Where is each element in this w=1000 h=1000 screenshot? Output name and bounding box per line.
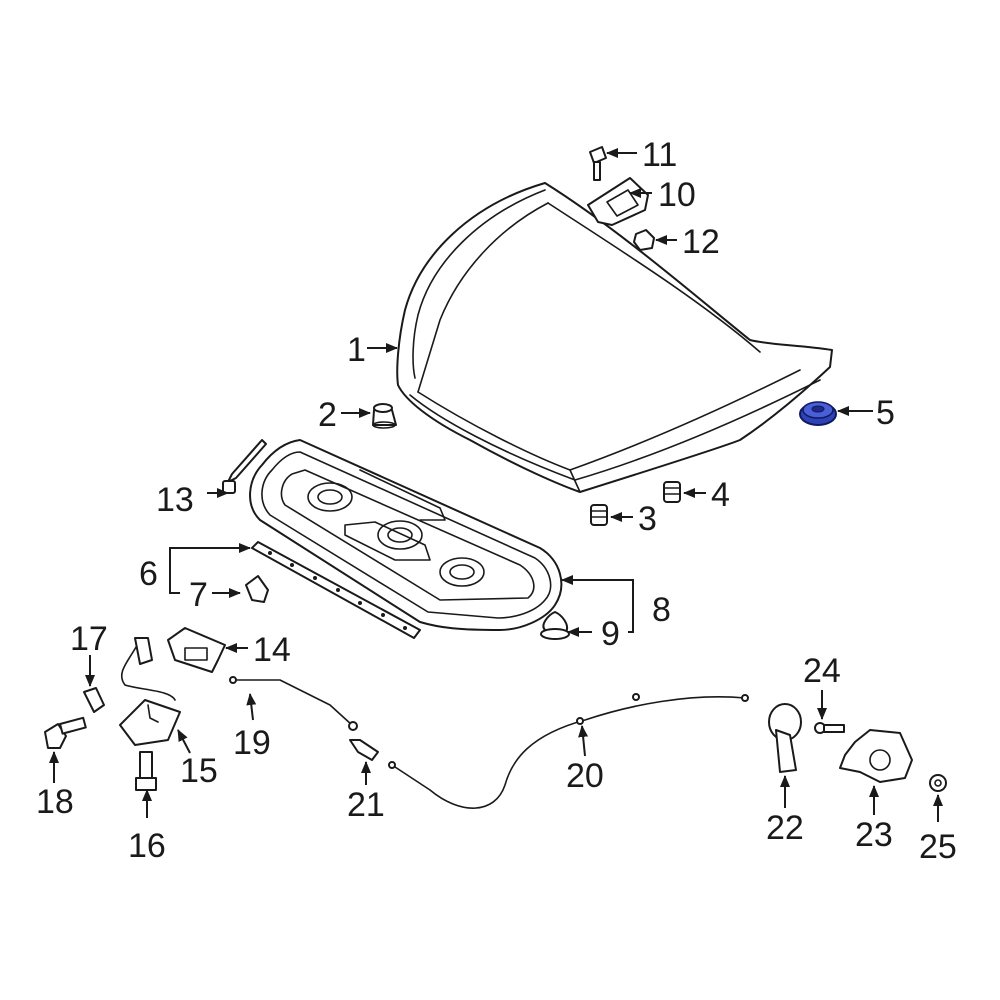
- part-release-cable-20[interactable]: [388, 693, 749, 809]
- label-3: 3: [638, 500, 657, 538]
- label-24: 24: [803, 652, 841, 690]
- part-nut-12[interactable]: [633, 229, 655, 251]
- label-21: 21: [347, 786, 385, 824]
- part-clip-21[interactable]: [349, 739, 379, 761]
- label-20: 20: [566, 757, 604, 795]
- part-cable-19[interactable]: [229, 676, 358, 731]
- label-12: 12: [682, 223, 720, 261]
- label-23: 23: [855, 816, 893, 854]
- part-washer-25[interactable]: [929, 774, 947, 792]
- label-22: 22: [766, 809, 804, 847]
- callout-leaders: [49, 148, 943, 822]
- label-1: 1: [347, 331, 366, 369]
- label-19: 19: [233, 724, 271, 762]
- label-5: 5: [876, 394, 895, 432]
- part-buffer-3[interactable]: [590, 504, 608, 526]
- callout-labels: 1 2 3 4 5 6 7 8 9 10 11 12 13 14 15 16 1…: [36, 136, 957, 866]
- part-latch-15[interactable]: [119, 637, 181, 746]
- label-25: 25: [919, 828, 957, 866]
- part-buffer-4[interactable]: [663, 481, 681, 503]
- label-15: 15: [180, 752, 218, 790]
- part-bolt-11[interactable]: [589, 146, 607, 181]
- label-8: 8: [652, 591, 671, 629]
- label-9: 9: [601, 615, 620, 653]
- part-insulator[interactable]: [249, 439, 563, 631]
- part-push-clip-9[interactable]: [540, 611, 570, 640]
- label-11: 11: [642, 136, 677, 174]
- part-release-handle[interactable]: [768, 703, 802, 773]
- label-18: 18: [36, 783, 74, 821]
- label-14: 14: [253, 631, 291, 669]
- label-13: 13: [156, 481, 194, 519]
- label-7: 7: [189, 576, 208, 614]
- label-10: 10: [658, 176, 696, 214]
- part-bracket-14[interactable]: [167, 627, 226, 673]
- label-4: 4: [711, 476, 730, 514]
- part-bumper[interactable]: [372, 403, 397, 429]
- part-hinge[interactable]: [587, 177, 649, 226]
- part-grommet-highlight[interactable]: [799, 401, 837, 426]
- label-6: 6: [139, 555, 158, 593]
- part-bracket-17[interactable]: [83, 687, 105, 713]
- label-17: 17: [70, 620, 108, 658]
- part-bolt-18[interactable]: [44, 716, 87, 749]
- part-screw-24[interactable]: [814, 722, 845, 734]
- label-2: 2: [318, 396, 337, 434]
- part-latch-assembly[interactable]: [839, 729, 913, 783]
- label-16: 16: [128, 827, 166, 865]
- part-weatherstrip[interactable]: [251, 541, 421, 639]
- part-clip-7[interactable]: [245, 575, 269, 603]
- part-bolt-16[interactable]: [135, 751, 157, 791]
- part-hood[interactable]: [396, 182, 833, 493]
